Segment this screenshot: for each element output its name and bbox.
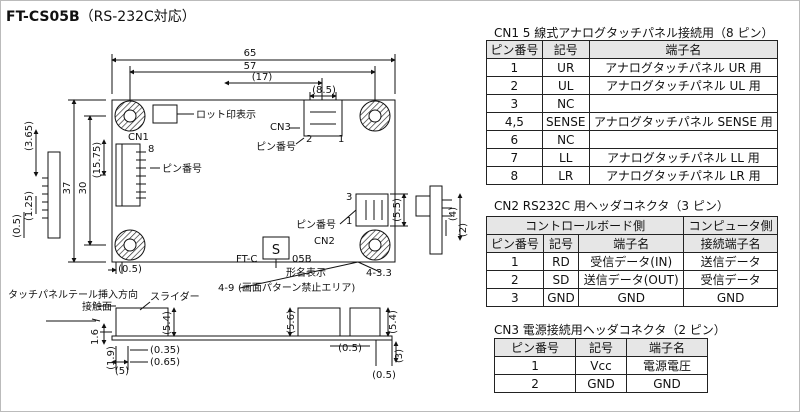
top-view [23,54,463,370]
cn2-header-terminal: 端子名 [578,234,685,253]
slider-label: スライダー [150,290,200,303]
dim-3-65: (3.65) [24,121,35,151]
dim-2: (2) [458,223,469,237]
cn1-header-symbol: 記号 [541,40,590,59]
dim-5-6: (5.6) [286,310,297,334]
dim-4-3-3: 4-3.3 [366,268,392,279]
pattern-forbidden-label: (画面パターン禁止エリア) [238,282,355,294]
dim-5-4-right: (5.4) [388,310,399,334]
cn2-group-header: コントロールボード側 [485,216,685,235]
cn1-title: CN1 5 線式アナログタッチパネル接続用（8 ピン） [494,26,774,40]
cn3-pin2: 2 [306,134,312,145]
cn1-pin8: 8 [148,144,154,155]
dim-37: 37 [62,182,73,195]
dim-0-5-side: (0.5) [338,343,362,354]
dim-5: (5) [115,366,129,377]
dim-1-25: (1.25) [24,191,35,221]
cn3-connector [303,99,343,137]
drawing-labels: 65 57 (17) (8.5) 37 30 (15.75) (3.65) (1… [8,48,469,381]
cn2-header-symbol: 記号 [542,234,580,253]
dim-30: 30 [78,182,89,195]
cn3-pin-label: ピン番号 [256,141,296,153]
dim-1-6: 1.6 [90,329,101,345]
cn2-label: CN2 [314,236,335,247]
cn3-header-pin: ピン番号 [493,338,577,357]
cn1-header-terminal: 端子名 [588,40,779,59]
cn2-header-connect: 接続端子名 [683,234,778,253]
cn2-pin1: 1 [346,216,352,227]
cn3-header-terminal: 端子名 [625,338,709,357]
tail-direction-label: タッチパネルテール挿入方向 [8,288,138,301]
cn3-title: CN3 電源接続用ヘッダコネクタ（2 ピン） [494,323,726,337]
cn1-label: CN1 [128,132,149,143]
cn1-connector [115,143,141,207]
model-suffix: 05B [292,254,312,265]
lot-mark-label: ロット印表示 [196,108,256,121]
dim-0-35: (0.35) [150,345,180,356]
board-outline [111,99,396,263]
dim-1-9: (1.9) [106,346,117,370]
dim-5-4-left: (5.4) [162,311,173,335]
cn3-pin1: 1 [338,134,344,145]
dim-57: 57 [244,61,257,72]
model-prefix: FT-C [236,254,257,265]
figure-title: FT-CS05B（RS-232C対応） [6,6,196,26]
right-side-view [429,185,443,255]
dim-17: (17) [252,72,273,83]
cn3-header-symbol: 記号 [575,338,627,357]
dim-4: (4) [448,207,459,221]
cn2-pin3: 3 [346,192,352,203]
model-name: FT-CS05B [6,9,80,25]
dim-0-5-left: (0.5) [12,214,23,238]
cn2-header-pin: ピン番号 [486,234,544,253]
mounting-holes [114,100,391,261]
dim-65: 65 [244,48,257,59]
dim-8-5: (8.5) [312,85,336,96]
bottom-side-view [111,335,393,341]
left-side-view [47,151,61,239]
dim-5-5: (5.5) [392,198,403,222]
cn2-pin-label: ピン番号 [296,219,336,231]
dim-15-75: (15.75) [92,142,103,179]
dim-3: (3) [394,349,405,363]
model-s-mark: S [272,243,280,258]
cn2-title: CN2 RS232C 用ヘッダコネクタ（3 ピン） [494,199,729,213]
contact-surface-label: 接触面 [82,300,112,313]
dim-0-65: (0.65) [150,357,180,368]
dim-0-5-bottom: (0.5) [118,264,142,275]
cn2-pc-header: コンピュータ側 [683,216,778,235]
model-subtitle: （RS-232C対応） [79,9,196,25]
dimension-drawing: 65 57 (17) (8.5) 37 30 (15.75) (3.65) (1… [8,48,469,381]
dim-4-9: 4-9 [218,283,234,294]
cn1-header-pin: ピン番号 [486,40,543,59]
cn3-label: CN3 [270,122,291,133]
cn1-pin-label: ピン番号 [162,163,202,175]
dim-0-5-right: (0.5) [372,370,396,381]
model-display-label: 形名表示 [286,266,326,279]
